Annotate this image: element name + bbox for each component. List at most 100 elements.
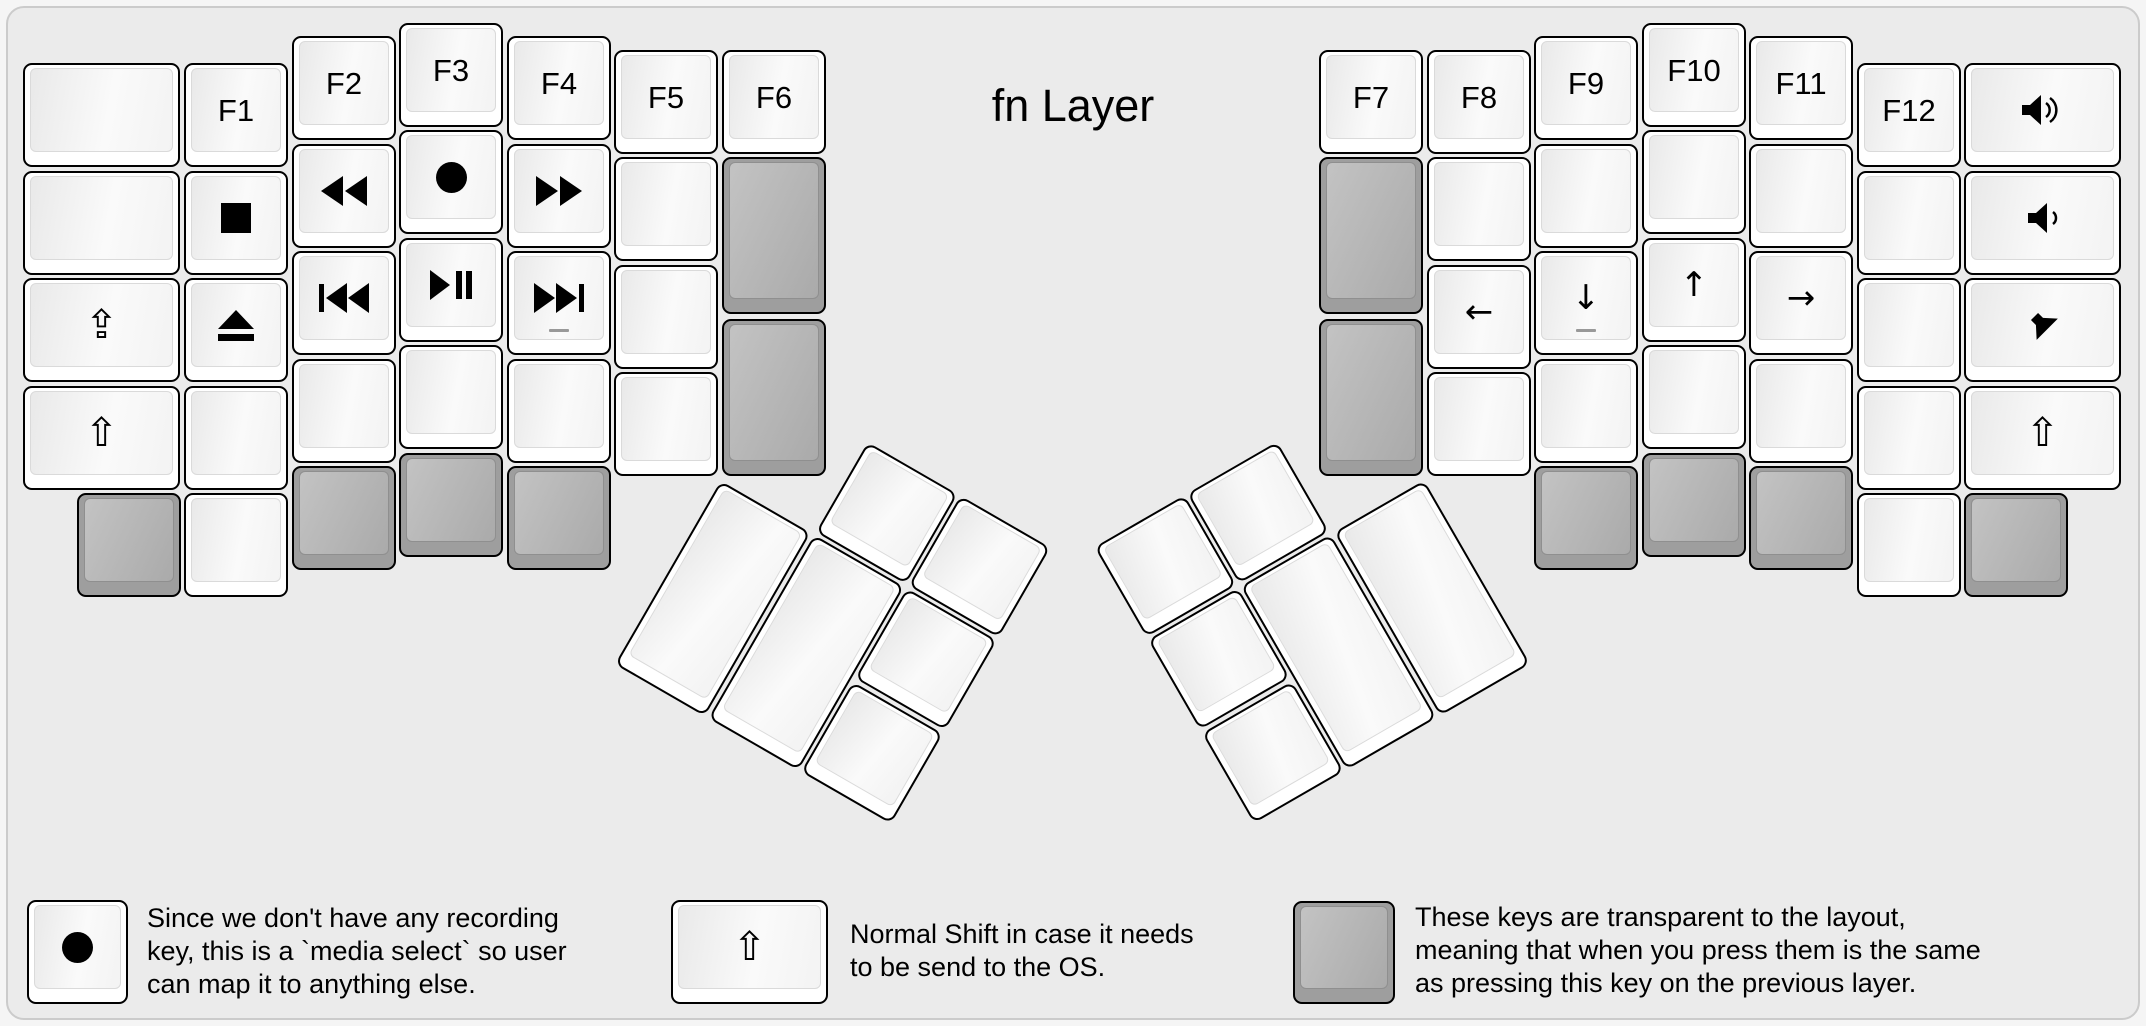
- keytop: [1326, 162, 1416, 299]
- key-blank[interactable]: [1427, 372, 1531, 476]
- key-transparent[interactable]: [722, 319, 826, 476]
- key-caps[interactable]: ⇪: [23, 278, 180, 382]
- legend-text-3: These keys are transparent to the layout…: [1415, 901, 1981, 1000]
- keytop: [1649, 350, 1739, 434]
- key-voldown[interactable]: [1964, 171, 2121, 275]
- keytop: [1756, 149, 1846, 233]
- key-blank[interactable]: [1857, 171, 1961, 275]
- key-blank[interactable]: [1749, 144, 1853, 248]
- layer-title: fn Layer: [991, 80, 1155, 131]
- volume-up-icon: [2020, 93, 2066, 127]
- key-down[interactable]: ↓: [1534, 251, 1638, 355]
- key-eject[interactable]: [184, 278, 288, 382]
- key-F4[interactable]: F4: [507, 36, 611, 140]
- key-blank[interactable]: [23, 171, 180, 275]
- key-blank[interactable]: [1857, 493, 1961, 597]
- caps-lock-icon: ⇪: [84, 302, 119, 348]
- key-label: F1: [217, 92, 255, 128]
- key-blank[interactable]: [1857, 278, 1961, 382]
- keytop: [1434, 162, 1524, 246]
- keytop: [1971, 68, 2114, 152]
- key-blank[interactable]: [399, 345, 503, 449]
- keytop: [514, 364, 604, 448]
- key-label: F3: [432, 52, 470, 88]
- keytop: [191, 498, 281, 582]
- key-F9[interactable]: F9: [1534, 36, 1638, 140]
- key-transparent[interactable]: [1319, 319, 1423, 476]
- arrow-up-icon: ↑: [1679, 265, 1709, 305]
- key-blank[interactable]: [1534, 144, 1638, 248]
- key-transparent[interactable]: [1749, 466, 1853, 570]
- key-ff[interactable]: [507, 144, 611, 248]
- keytop: [1649, 458, 1739, 542]
- key-blank[interactable]: [1857, 386, 1961, 490]
- key-blank[interactable]: [1642, 130, 1746, 234]
- key-transparent[interactable]: [77, 493, 181, 597]
- key-F2[interactable]: F2: [292, 36, 396, 140]
- key-prev[interactable]: [292, 251, 396, 355]
- key-transparent[interactable]: [722, 157, 826, 314]
- shift-icon: ⇧: [2025, 410, 2060, 456]
- key-transparent[interactable]: [1642, 453, 1746, 557]
- key-F6[interactable]: F6: [722, 50, 826, 154]
- fast-forward-icon: [534, 176, 584, 206]
- key-blank[interactable]: [184, 493, 288, 597]
- key-blank[interactable]: [614, 372, 718, 476]
- keytop: [1756, 471, 1846, 555]
- key-transparent: [1293, 901, 1395, 1004]
- key-blank[interactable]: [184, 386, 288, 490]
- key-F7[interactable]: F7: [1319, 50, 1423, 154]
- legend-text-line: to be send to the OS.: [850, 952, 1106, 982]
- key-rewind[interactable]: [292, 144, 396, 248]
- key-playpause[interactable]: [399, 238, 503, 342]
- key-next[interactable]: [507, 251, 611, 355]
- key-F8[interactable]: F8: [1427, 50, 1531, 154]
- key-label: F7: [1352, 79, 1390, 115]
- key-F1[interactable]: F1: [184, 63, 288, 167]
- key-label: F5: [647, 79, 685, 115]
- key-blank[interactable]: [614, 157, 718, 261]
- key-blank[interactable]: [23, 63, 180, 167]
- key-right[interactable]: →: [1749, 251, 1853, 355]
- key-shift[interactable]: ⇧: [23, 386, 180, 490]
- key-F3[interactable]: F3: [399, 23, 503, 127]
- key-transparent[interactable]: [1534, 466, 1638, 570]
- keytop: [1649, 135, 1739, 219]
- key-record[interactable]: [399, 130, 503, 234]
- key-F12[interactable]: F12: [1857, 63, 1961, 167]
- keytop: F10: [1649, 28, 1739, 112]
- next-track-icon: [534, 283, 584, 313]
- key-blank[interactable]: [1749, 359, 1853, 463]
- key-transparent[interactable]: [507, 466, 611, 570]
- key-transparent[interactable]: [1964, 493, 2068, 597]
- key-F5[interactable]: F5: [614, 50, 718, 154]
- key-volup[interactable]: [1964, 63, 2121, 167]
- key-F10[interactable]: F10: [1642, 23, 1746, 127]
- key-F11[interactable]: F11: [1749, 36, 1853, 140]
- key-mute[interactable]: [1964, 278, 2121, 382]
- key-transparent[interactable]: [292, 466, 396, 570]
- play-pause-icon: [430, 270, 472, 300]
- key-transparent[interactable]: [1319, 157, 1423, 314]
- keytop: F5: [621, 55, 711, 139]
- key-left[interactable]: ←: [1427, 265, 1531, 369]
- key-blank[interactable]: [292, 359, 396, 463]
- key-label: F12: [1882, 92, 1936, 128]
- shift-icon: ⇧: [732, 924, 767, 970]
- key-shift[interactable]: ⇧: [1964, 386, 2121, 490]
- key-up[interactable]: ↑: [1642, 238, 1746, 342]
- key-stop[interactable]: [184, 171, 288, 275]
- keytop: F9: [1541, 41, 1631, 125]
- keytop: ↓: [1541, 256, 1631, 340]
- key-transparent[interactable]: [399, 453, 503, 557]
- arrow-down-icon: ↓: [1571, 278, 1601, 318]
- key-blank[interactable]: [507, 359, 611, 463]
- key-blank[interactable]: [1642, 345, 1746, 449]
- key-blank[interactable]: [614, 265, 718, 369]
- key-blank[interactable]: [1534, 359, 1638, 463]
- arrow-left-icon: ←: [1464, 292, 1494, 332]
- legend-text-line: can map it to anything else.: [147, 969, 476, 999]
- keytop: [1300, 906, 1388, 989]
- key-blank[interactable]: [1427, 157, 1531, 261]
